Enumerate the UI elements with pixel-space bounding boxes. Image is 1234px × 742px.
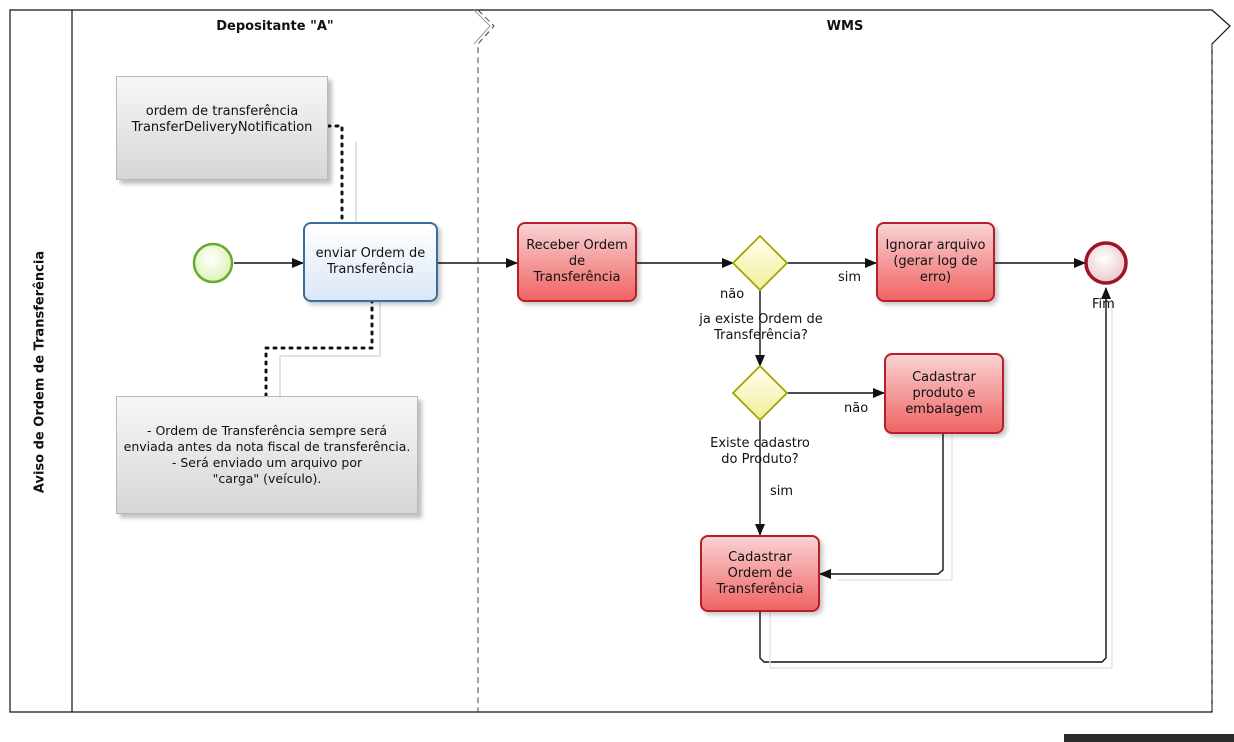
note-transfer-delivery: ordem de transferência TransferDeliveryN… xyxy=(116,76,328,180)
edge-label-g2-nao: não xyxy=(844,401,869,416)
gateway-existe-cadastro xyxy=(731,364,789,422)
pool xyxy=(9,9,1231,713)
task-cadastrar-produto-line1: Cadastrar xyxy=(912,369,976,385)
bottom-dark-bar xyxy=(1064,734,1234,742)
task-ignorar-line2: (gerar log de xyxy=(893,254,978,269)
gateway2-question-line1: Existe cadastro xyxy=(710,436,810,451)
task-enviar-line1: enviar Ordem de xyxy=(315,246,426,261)
task-ignorar-line3: erro) xyxy=(919,270,952,285)
task-enviar-line2: Transferência xyxy=(327,262,414,277)
note2-line2: enviada antes da nota fiscal de transfer… xyxy=(123,439,411,454)
pool-title: Aviso de Ordem de Transferência xyxy=(32,250,48,494)
note1-line2: TransferDeliveryNotification xyxy=(131,120,313,135)
note2-line4: "carga" (veículo). xyxy=(212,471,322,486)
edge-label-g1-nao: não xyxy=(720,287,745,302)
lane-header-depositante: Depositante "A" xyxy=(216,19,334,34)
flow-cadastrar-produto-ordem xyxy=(819,434,944,579)
task-cadastrar-produto-line2: produto e xyxy=(912,385,976,401)
task-cadastrar-ordem-line1: Cadastrar xyxy=(728,549,792,565)
start-event xyxy=(192,242,234,284)
task-cadastrar-ordem[interactable]: Cadastrar Ordem de Transferência xyxy=(700,535,820,612)
edge-label-g1-sim: sim xyxy=(838,270,862,285)
note2-line1: - Ordem de Transferência sempre será xyxy=(146,423,388,438)
lane-divider xyxy=(473,9,495,712)
task-receber-line2: de xyxy=(568,254,586,269)
task-receber-ordem[interactable]: Receber Ordem de Transferência xyxy=(517,222,637,302)
gateway1-question: ja existe Ordem de Transferência? xyxy=(693,312,829,344)
task-receber-line3: Transferência xyxy=(533,270,621,285)
gateway-existe-ordem xyxy=(731,234,789,292)
association-lines xyxy=(264,124,381,398)
sequence-flows xyxy=(234,258,1113,669)
lane-header-wms: WMS xyxy=(826,19,864,34)
task-ignorar-arquivo[interactable]: Ignorar arquivo (gerar log de erro) xyxy=(876,222,995,302)
task-cadastrar-ordem-line2: Ordem de xyxy=(727,565,793,581)
task-cadastrar-produto[interactable]: Cadastrar produto e embalagem xyxy=(884,353,1004,434)
task-enviar-ordem[interactable]: enviar Ordem de Transferência xyxy=(303,222,438,302)
task-cadastrar-produto-line3: embalagem xyxy=(905,401,983,417)
task-ignorar-line1: Ignorar arquivo xyxy=(885,238,986,253)
note1-line1: ordem de transferência xyxy=(145,104,299,119)
end-event-label: Fim xyxy=(1092,297,1115,312)
note2-line3: - Será enviado um arquivo por xyxy=(171,455,363,470)
end-event xyxy=(1084,241,1128,285)
flow-cadastrar-ordem-fim xyxy=(759,287,1111,663)
task-cadastrar-ordem-line3: Transferência xyxy=(716,581,804,597)
note-observacoes: - Ordem de Transferência sempre será env… xyxy=(116,396,418,514)
gateway2-question-line2: do Produto? xyxy=(721,452,799,467)
gateway1-question-line2: Transferência? xyxy=(714,328,808,343)
task-receber-line1: Receber Ordem xyxy=(526,238,628,253)
edge-label-g2-sim: sim xyxy=(770,484,794,499)
gateway2-question: Existe cadastro do Produto? xyxy=(690,436,830,468)
gateway1-question-line1: ja existe Ordem de xyxy=(699,312,823,327)
